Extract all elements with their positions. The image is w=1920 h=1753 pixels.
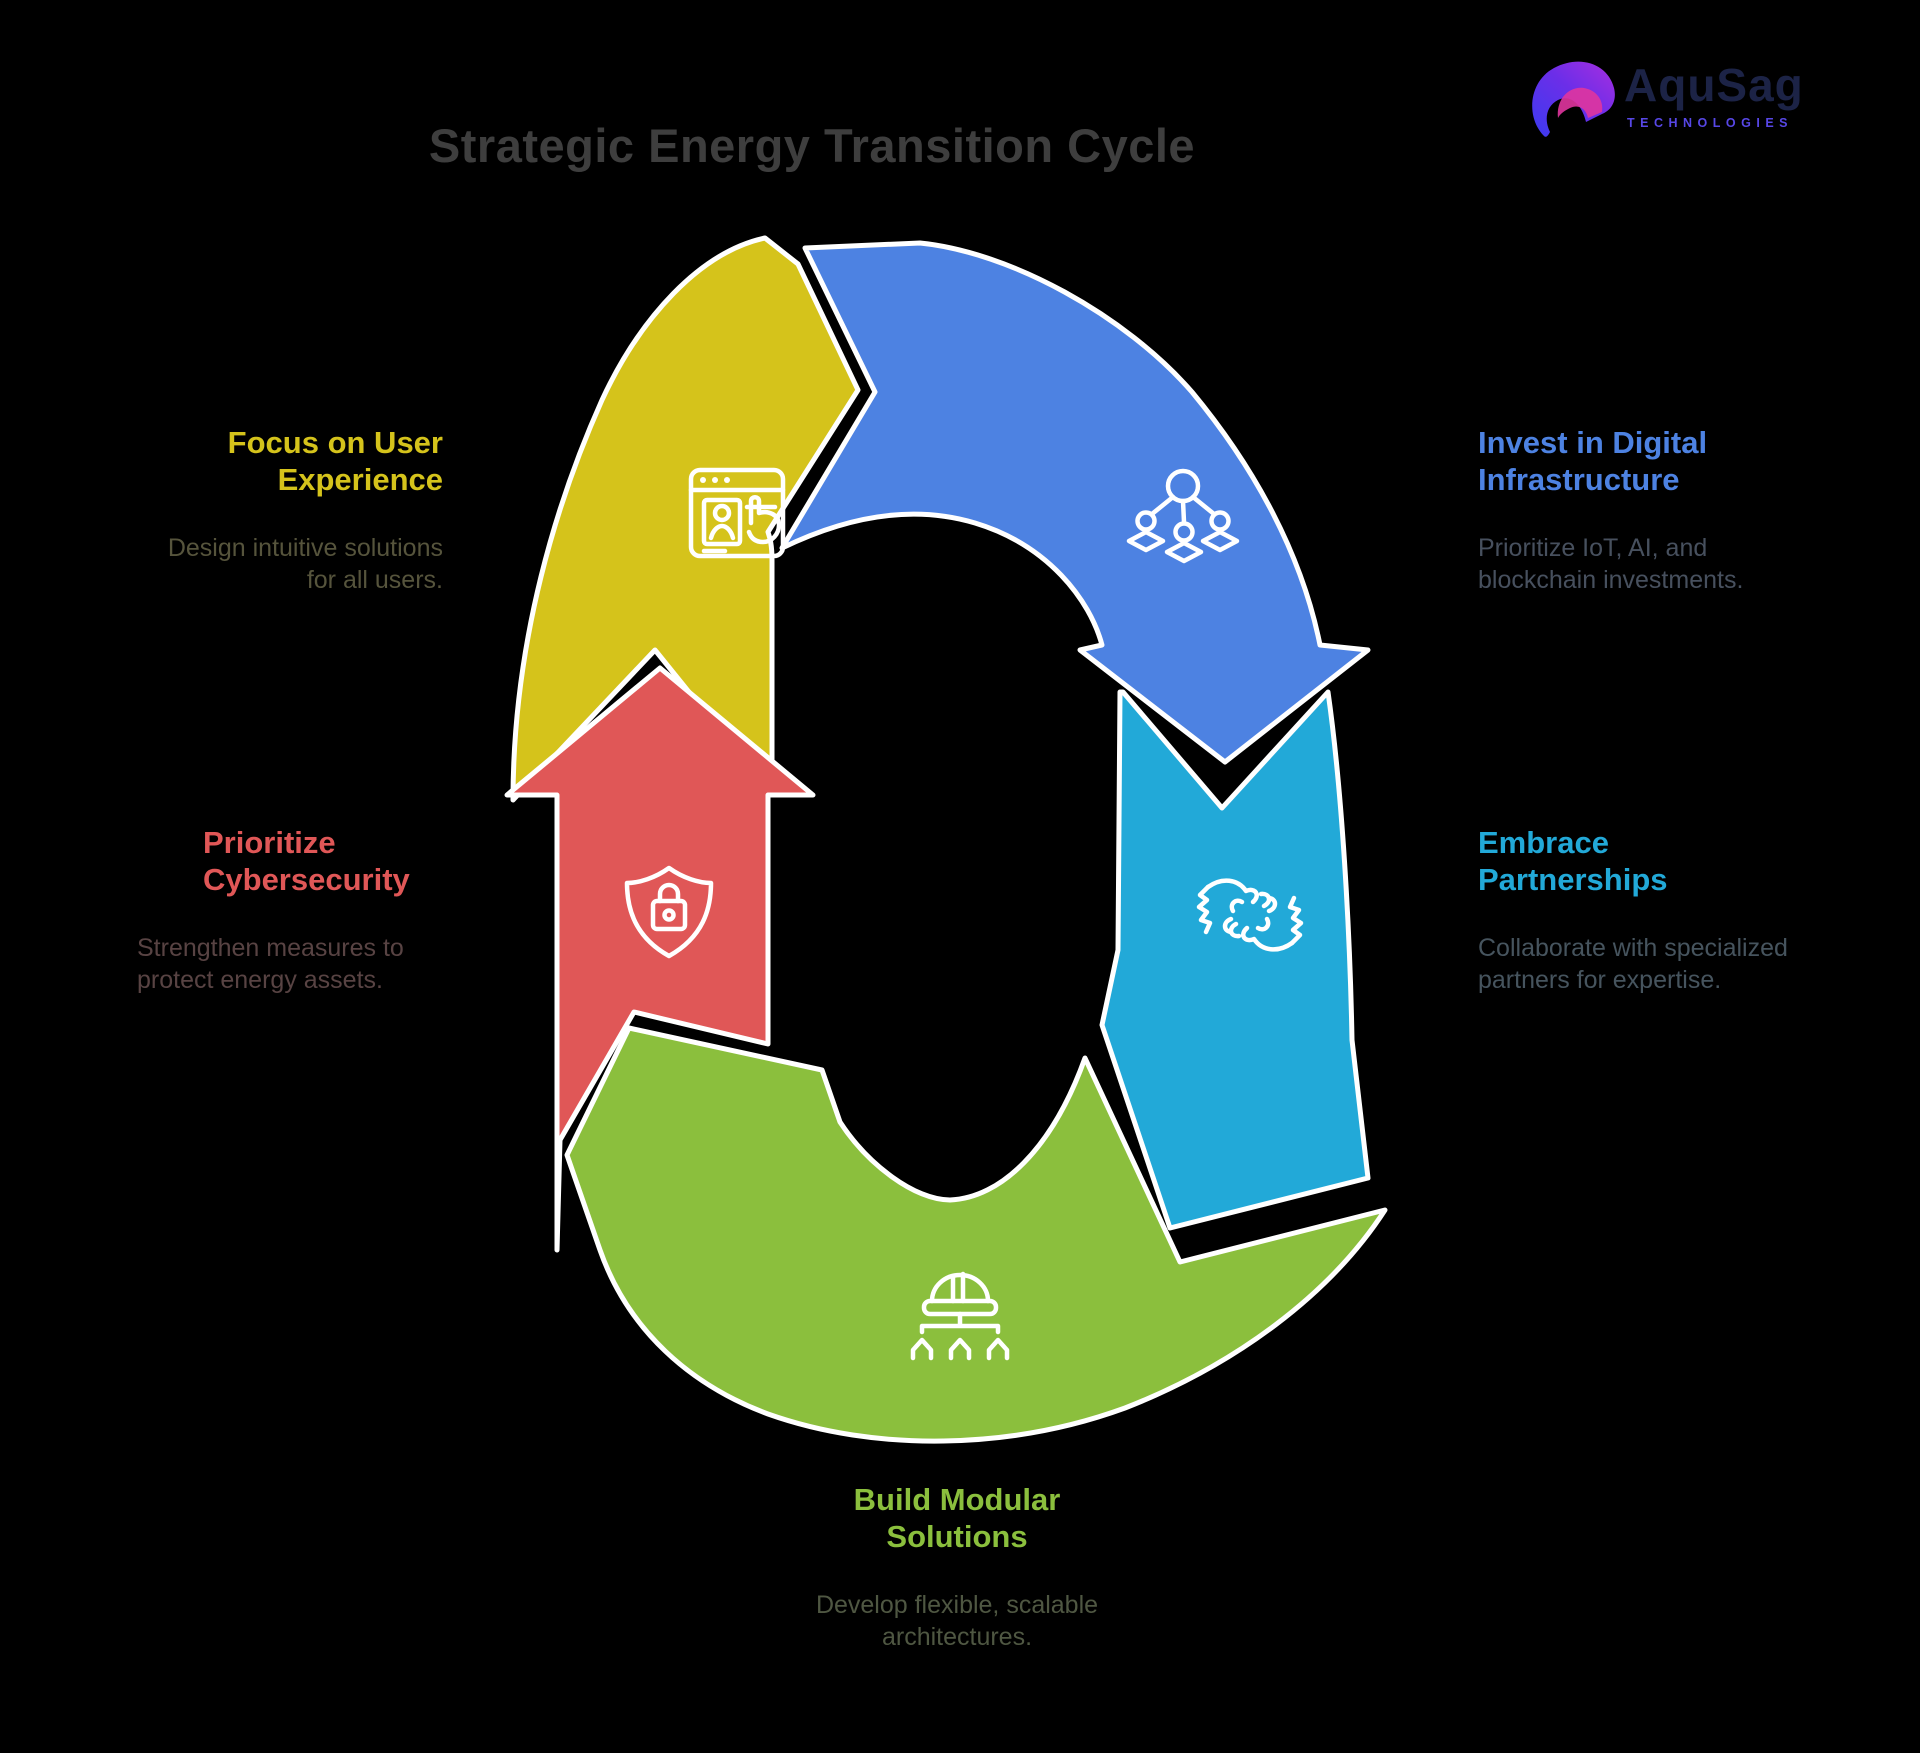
section-title-line: Cybersecurity <box>203 862 410 897</box>
section-title: Prioritize Cybersecurity <box>137 824 457 898</box>
section-digital-infrastructure: Invest in Digital Infrastructure Priorit… <box>1478 424 1898 596</box>
section-title: Build Modular Solutions <box>707 1481 1207 1555</box>
browser-user-icon <box>688 467 786 559</box>
section-description: Collaborate with specialized partners fo… <box>1478 932 1898 996</box>
brand-tagline: TECHNOLOGIES <box>1627 116 1794 130</box>
section-desc-line: Prioritize IoT, AI, and <box>1478 534 1708 562</box>
brand-logo: AquSag TECHNOLOGIES <box>1532 44 1902 154</box>
section-desc-line: Strengthen measures to <box>137 934 404 962</box>
section-desc-line: for all users. <box>306 566 443 594</box>
section-desc-line: protect energy assets. <box>137 966 383 994</box>
shield-lock-icon <box>624 865 714 959</box>
aqusag-logo-mark-icon <box>1532 61 1615 137</box>
brand-name: AquSag <box>1624 59 1804 111</box>
section-title-line: Experience <box>277 462 443 497</box>
section-title: Focus on User Experience <box>95 424 443 498</box>
handshake-icon <box>1196 878 1304 952</box>
section-description: Develop flexible, scalable architectures… <box>707 1589 1207 1653</box>
section-title-line: Build Modular <box>853 1482 1061 1517</box>
section-cybersecurity: Prioritize Cybersecurity Strengthen meas… <box>137 824 457 996</box>
arrow-modular-solutions <box>564 1025 1388 1444</box>
construction-hierarchy-icon <box>910 1271 1010 1361</box>
network-nodes-icon <box>1126 468 1240 564</box>
arrow-digital-infrastructure <box>779 240 1371 765</box>
page-title: Strategic Energy Transition Cycle <box>428 119 1196 172</box>
section-title: Invest in Digital Infrastructure <box>1478 424 1898 498</box>
section-description: Prioritize IoT, AI, and blockchain inves… <box>1478 532 1898 596</box>
section-title-line: Prioritize <box>203 825 336 860</box>
section-desc-line: Collaborate with specialized <box>1478 934 1788 962</box>
section-title-line: Embrace <box>1478 825 1609 860</box>
section-title-line: Solutions <box>886 1519 1028 1554</box>
section-desc-line: blockchain investments. <box>1478 566 1744 594</box>
section-title-line: Invest in Digital <box>1478 425 1708 460</box>
section-desc-line: partners for expertise. <box>1478 966 1722 994</box>
section-desc-line: Develop flexible, scalable <box>815 1591 1099 1619</box>
arrow-partnerships <box>1099 689 1371 1231</box>
section-title-line: Infrastructure <box>1478 462 1680 497</box>
section-partnerships: Embrace Partnerships Collaborate with sp… <box>1478 824 1898 996</box>
arrow-cybersecurity <box>504 665 816 1253</box>
section-modular-solutions: Build Modular Solutions Develop flexible… <box>707 1481 1207 1653</box>
section-description: Strengthen measures to protect energy as… <box>137 932 457 996</box>
section-user-experience: Focus on User Experience Design intuitiv… <box>95 424 443 596</box>
section-title: Embrace Partnerships <box>1478 824 1898 898</box>
section-title-line: Partnerships <box>1478 862 1668 897</box>
section-desc-line: Design intuitive solutions <box>167 534 443 562</box>
section-desc-line: architectures. <box>881 1623 1033 1651</box>
section-title-line: Focus on User <box>227 425 443 460</box>
section-description: Design intuitive solutions for all users… <box>95 532 443 596</box>
